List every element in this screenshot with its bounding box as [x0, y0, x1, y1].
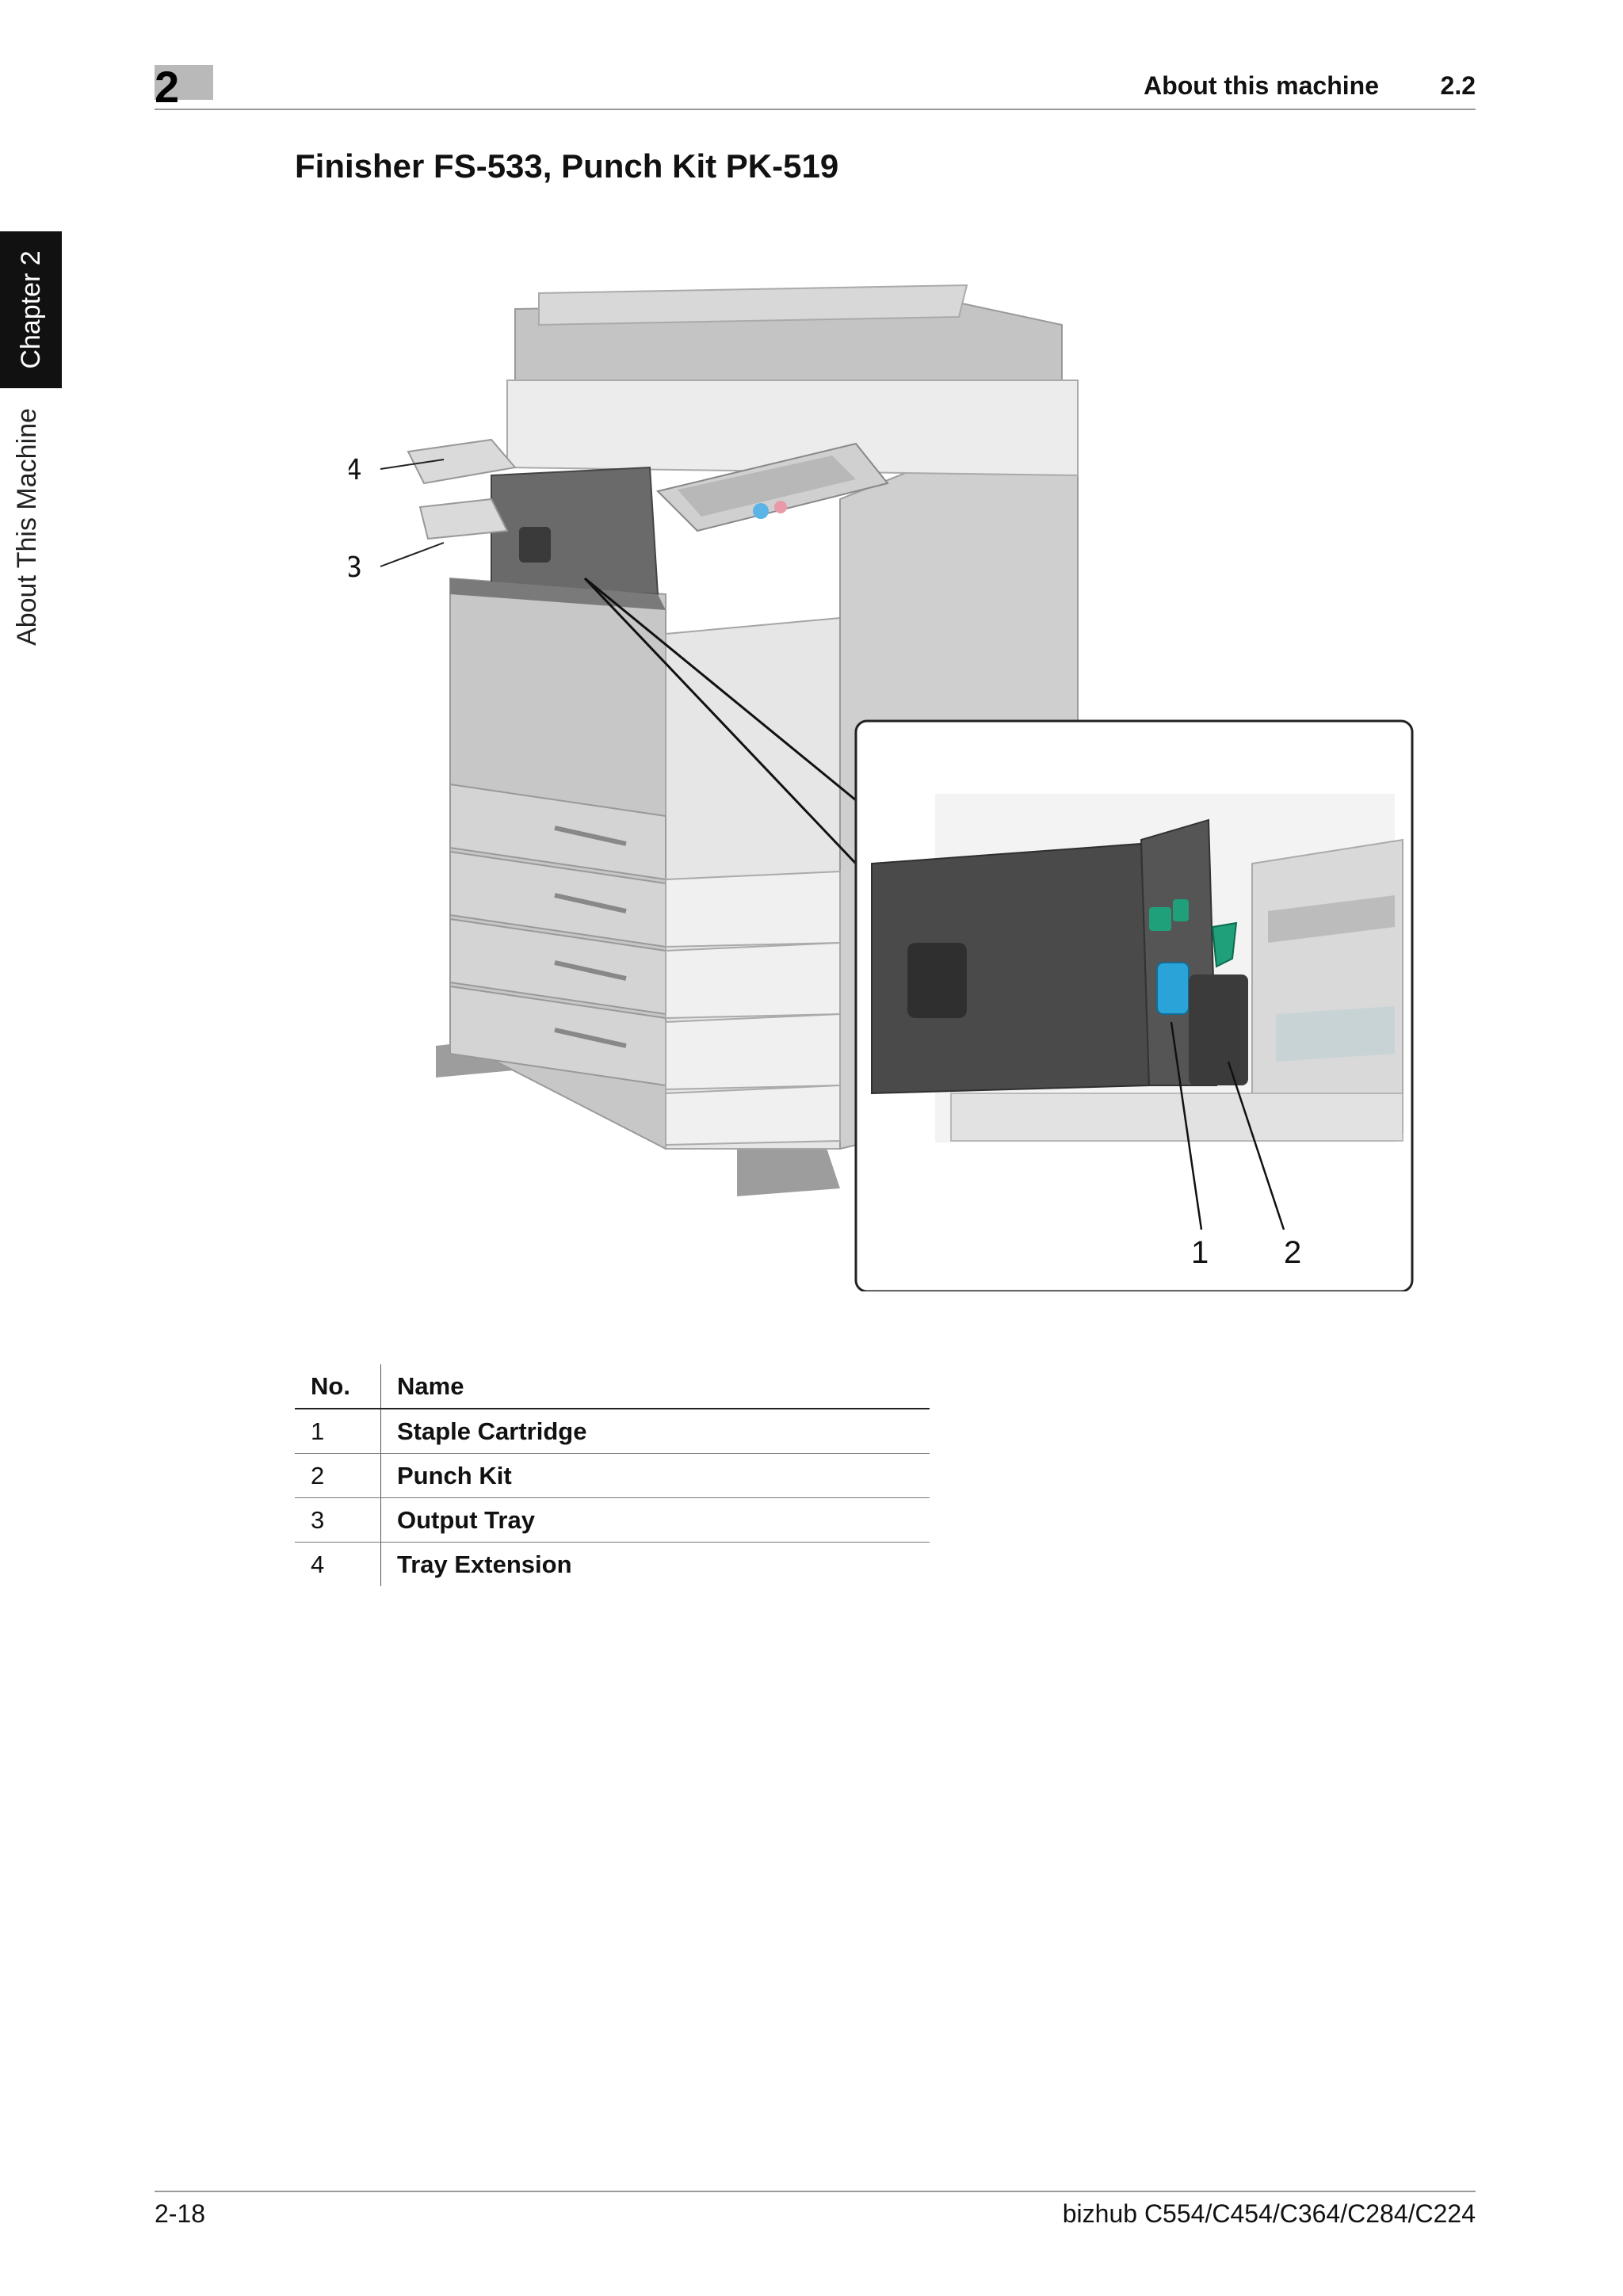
section-number: 2.2: [1440, 71, 1476, 100]
footer-divider: [155, 2191, 1476, 2192]
model-name: bizhub C554/C454/C364/C284/C224: [1062, 2199, 1476, 2228]
table-row: 1 Staple Cartridge: [295, 1409, 930, 1454]
row-number: 1: [295, 1409, 381, 1454]
header-no: No.: [295, 1364, 381, 1409]
zoom-inset: 1 2: [854, 719, 1414, 1291]
finisher-unit: [450, 466, 666, 610]
chapter-number-box: [155, 65, 213, 100]
chapter-tab[interactable]: [0, 231, 62, 388]
section-tab-label[interactable]: About This Machine: [12, 408, 42, 646]
section-title: About this machine: [1144, 71, 1379, 100]
chapter-tab-label: Chapter 2: [16, 250, 46, 369]
row-name: Punch Kit: [380, 1453, 930, 1498]
table-row: 2 Punch Kit: [295, 1453, 930, 1498]
page-title: Finisher FS-533, Punch Kit PK-519: [295, 147, 839, 185]
callout-3: 3: [349, 551, 361, 584]
row-name: Tray Extension: [397, 1550, 572, 1578]
row-name: Staple Cartridge: [380, 1409, 930, 1454]
parts-table: No. Name 1 Staple Cartridge 2 Punch Kit …: [295, 1364, 930, 1586]
control-panel: [656, 442, 889, 532]
header-divider: [155, 109, 1476, 110]
callout-1: 1: [1191, 1235, 1209, 1270]
callout-2: 2: [1284, 1235, 1301, 1270]
row-name: Output Tray: [380, 1497, 930, 1543]
header-name: Name: [380, 1364, 930, 1409]
table-row: 3 Output Tray: [295, 1497, 930, 1543]
document-feeder: [506, 284, 1079, 477]
row-number: 4: [295, 1542, 381, 1586]
table-row: 4 Tray Extension: [295, 1542, 930, 1586]
page-number: 2-18: [155, 2199, 206, 2228]
row-number: 2: [295, 1453, 381, 1498]
chapter-number: 2: [155, 62, 180, 112]
callout-4: 4: [349, 453, 361, 486]
row-number: 3: [295, 1497, 381, 1543]
table-header-row: No. Name: [295, 1364, 930, 1409]
output-trays: [407, 438, 517, 540]
finisher-illustration: 4 3 1 2: [349, 284, 1414, 1291]
